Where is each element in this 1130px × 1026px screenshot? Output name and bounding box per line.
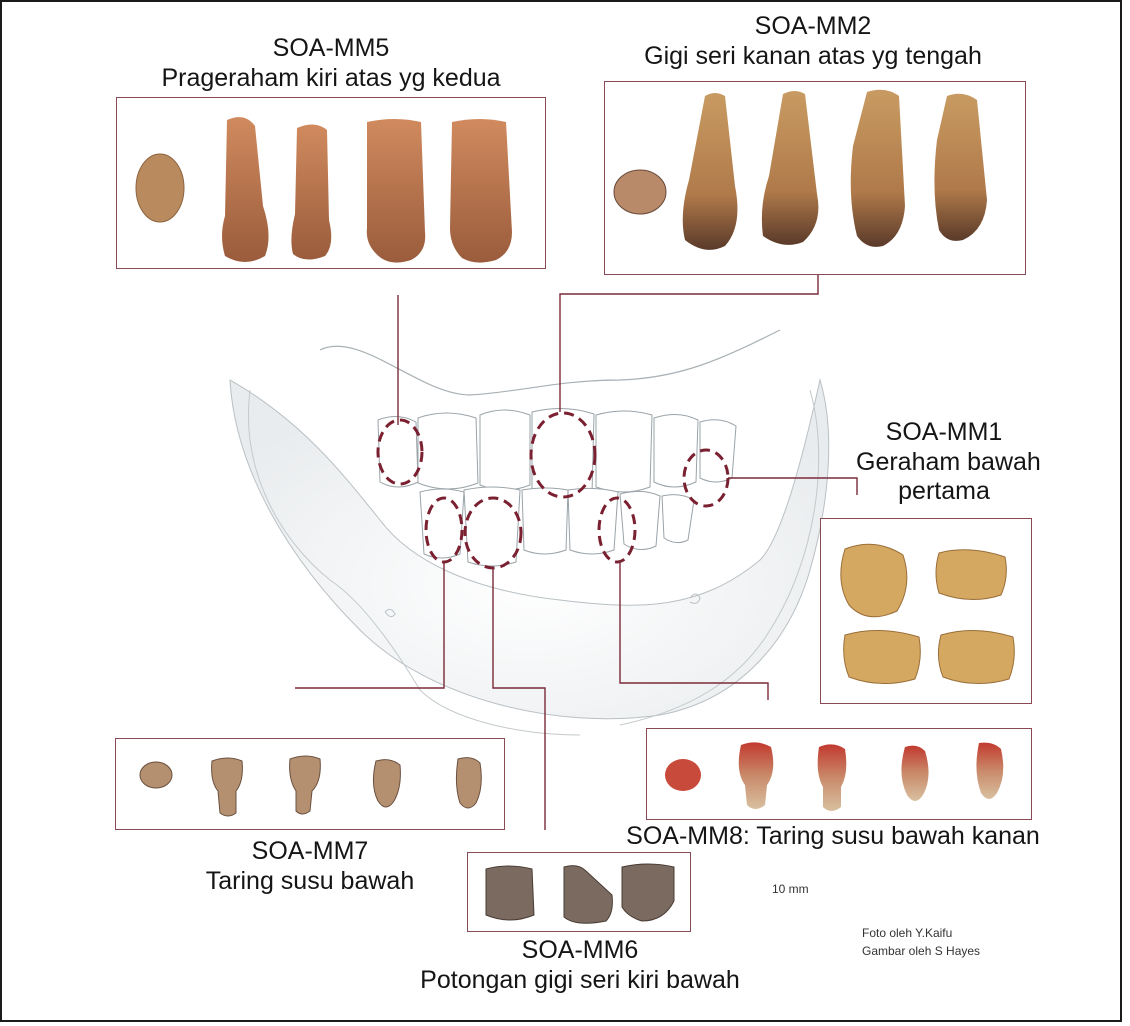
leader-mm2	[560, 275, 818, 412]
panel-mm8	[646, 728, 1032, 820]
mm8-photos	[647, 729, 1033, 821]
panel-mm7	[115, 738, 505, 830]
mm1-view-2	[936, 550, 1006, 600]
photo-credit: Foto oleh Y.Kaifu	[862, 926, 952, 940]
mm7-view-1	[212, 758, 243, 816]
lower-teeth	[420, 487, 694, 566]
label-mm1: SOA-MM1 Geraham bawah pertama	[856, 418, 1032, 507]
label-mm8: SOA-MM8: Taring susu bawah kanan	[588, 822, 1078, 852]
mm7-desc: Taring susu bawah	[130, 867, 490, 897]
mm5-photos	[117, 98, 547, 270]
mm7-photos	[116, 739, 506, 831]
upper-teeth	[378, 408, 736, 498]
mm8-view-2	[818, 744, 847, 811]
panel-mm6	[467, 852, 691, 932]
mm2-view-4	[934, 94, 987, 241]
mm7-code: SOA-MM7	[130, 837, 490, 867]
mm1-view-1	[841, 544, 907, 617]
mm5-view-2	[291, 124, 331, 259]
mm2-desc: Gigi seri kanan atas yg tengah	[600, 42, 1026, 72]
skull-upper	[320, 330, 780, 395]
label-mm6: SOA-MM6 Potongan gigi seri kiri bawah	[385, 936, 775, 995]
mm5-view-1	[222, 117, 269, 262]
label-mm5: SOA-MM5 Prageraham kiri atas yg kedua	[116, 34, 546, 93]
mm2-photos	[605, 82, 1027, 276]
mm5-view-4	[450, 119, 512, 263]
mm6-view-3	[622, 864, 674, 921]
mm6-code: SOA-MM6	[385, 936, 775, 966]
mm2-view-1	[683, 93, 738, 250]
mm1-code: SOA-MM1	[856, 418, 1032, 448]
mm6-view-1	[486, 866, 534, 920]
mm1-view-3	[844, 630, 921, 683]
mm1-desc-line1: Geraham bawah	[856, 448, 1032, 478]
panel-mm2	[604, 81, 1026, 275]
panel-mm5	[116, 97, 546, 269]
mm2-view-2	[762, 91, 819, 245]
mm2-code: SOA-MM2	[600, 12, 1026, 42]
mm8-view-occlusal	[665, 759, 701, 791]
mm5-view-3	[367, 119, 425, 263]
label-mm7: SOA-MM7 Taring susu bawah	[130, 837, 490, 896]
panel-mm1	[820, 518, 1032, 704]
mm5-view-occlusal	[136, 154, 184, 222]
mm5-desc: Prageraham kiri atas yg kedua	[116, 64, 546, 94]
mm7-view-3	[373, 760, 400, 807]
mm5-code: SOA-MM5	[116, 34, 546, 64]
mm7-view-occlusal	[140, 762, 172, 788]
mm1-view-4	[938, 630, 1014, 683]
mm2-view-3	[851, 90, 905, 247]
drawing-credit: Gambar oleh S Hayes	[862, 944, 980, 958]
mm8-view-4	[976, 743, 1003, 799]
mm8-view-3	[901, 746, 928, 801]
mm8-view-1	[739, 742, 774, 809]
label-mm2: SOA-MM2 Gigi seri kanan atas yg tengah	[600, 12, 1026, 71]
scale-label: 10 mm	[772, 882, 809, 896]
mm6-desc: Potongan gigi seri kiri bawah	[385, 966, 775, 996]
mm7-view-4	[456, 758, 481, 808]
mm6-view-2	[564, 866, 612, 924]
mm6-photos	[468, 853, 692, 933]
mm1-desc-line2: pertama	[856, 477, 1032, 507]
mm7-view-2	[290, 756, 321, 814]
mm2-view-occlusal	[614, 170, 666, 214]
mm1-photos	[821, 519, 1033, 705]
